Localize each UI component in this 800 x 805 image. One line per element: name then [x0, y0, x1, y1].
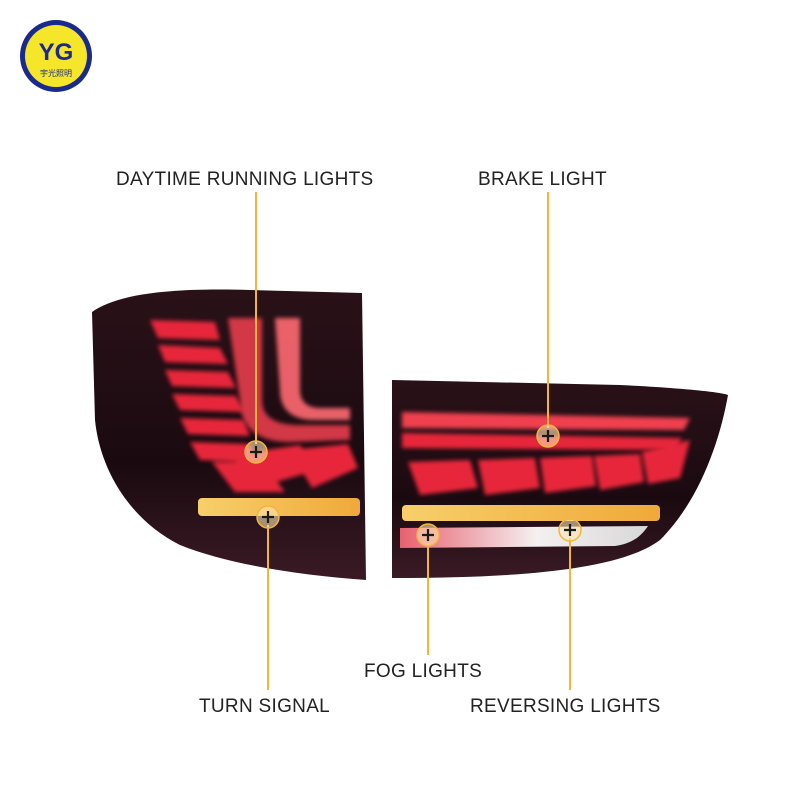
right-turn-signal-bar [402, 505, 660, 521]
callout-lines [255, 192, 571, 690]
marker-brake [536, 424, 560, 448]
left-lamp-red-segments [150, 320, 358, 492]
plus-icon [422, 529, 434, 541]
plus-icon [262, 511, 274, 523]
label-turn-signal: TURN SIGNAL [199, 696, 331, 717]
brand-logo: YG 宇光照明 [20, 20, 92, 92]
marker-turn [256, 505, 280, 529]
plus-icon [250, 446, 262, 458]
label-daytime-running-lights: DAYTIME RUNNING LIGHTS [116, 169, 374, 190]
right-lamp-red-segments [408, 440, 690, 495]
label-fog-lights: FOG LIGHTS [364, 661, 483, 682]
fog-reversing-bar [400, 526, 648, 548]
marker-drl [244, 440, 268, 464]
plus-icon [564, 524, 576, 536]
plus-icon [542, 430, 554, 442]
logo-text: 宇光照明 [40, 68, 72, 78]
logo-letters: YG [39, 39, 74, 66]
left-turn-signal-bar [198, 498, 360, 516]
label-reversing-lights: REVERSING LIGHTS [470, 696, 661, 717]
marker-fog [416, 523, 440, 547]
left-lamp [92, 289, 366, 580]
marker-reversing [558, 518, 582, 542]
label-brake-light: BRAKE LIGHT [478, 169, 607, 190]
right-lamp [392, 380, 728, 578]
left-drl-strip [228, 318, 350, 442]
logo-disc [25, 25, 87, 87]
